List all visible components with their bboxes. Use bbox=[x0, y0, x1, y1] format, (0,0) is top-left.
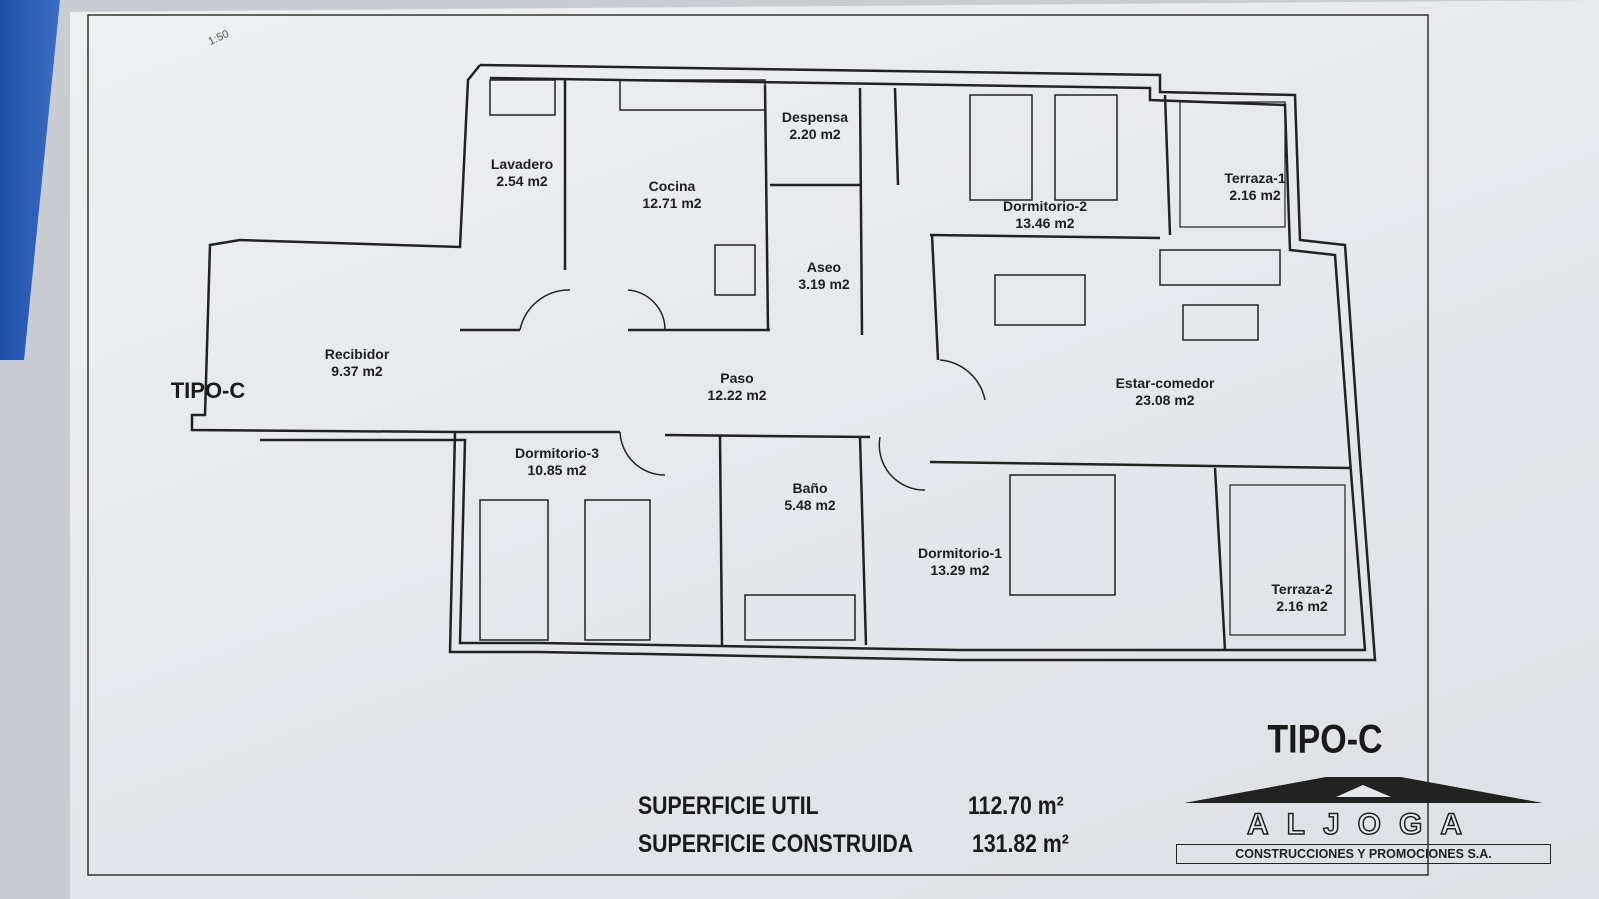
superficie-util-label: SUPERFICIE UTIL bbox=[638, 792, 819, 820]
company-logo: ALJOGA CONSTRUCCIONES Y PROMOCIONES S.A. bbox=[1176, 775, 1551, 864]
sheet-border bbox=[87, 14, 1429, 876]
paper-sheet bbox=[70, 0, 1599, 899]
outer-wall bbox=[190, 63, 1377, 662]
wall bbox=[1213, 467, 1227, 651]
logo-subtitle: CONSTRUCCIONES Y PROMOCIONES S.A. bbox=[1176, 844, 1551, 864]
plan-type-label-small: TIPO-C bbox=[170, 378, 246, 403]
bathtub bbox=[744, 594, 856, 641]
door-swings bbox=[519, 289, 986, 491]
bed bbox=[584, 499, 651, 641]
logo-roof-icon bbox=[1184, 777, 1543, 803]
wall bbox=[664, 433, 871, 439]
wall bbox=[929, 233, 1161, 240]
superficie-construida-label: SUPERFICIE CONSTRUIDA bbox=[638, 830, 914, 858]
wall bbox=[1163, 94, 1172, 236]
wall bbox=[858, 87, 864, 336]
logo-name: ALJOGA bbox=[1246, 807, 1480, 842]
wall bbox=[930, 234, 940, 361]
wall bbox=[763, 84, 770, 331]
double-bed bbox=[1009, 474, 1116, 596]
superficie-util-value: 112.70 m² bbox=[968, 792, 1064, 820]
wall bbox=[929, 460, 1351, 470]
bed bbox=[969, 94, 1033, 201]
wall bbox=[718, 434, 724, 646]
kitchen-counter bbox=[619, 79, 766, 111]
bed bbox=[1054, 94, 1118, 201]
kitchen-table bbox=[714, 244, 756, 296]
terrace-tiles bbox=[1179, 101, 1286, 228]
dining-table bbox=[994, 274, 1086, 326]
coffee-table bbox=[1182, 304, 1259, 341]
plan-type-title: TIPO-C bbox=[1267, 717, 1383, 762]
bed bbox=[479, 499, 549, 641]
washer bbox=[489, 79, 556, 116]
superficie-construida-value: 131.82 m² bbox=[972, 830, 1069, 858]
wall bbox=[893, 87, 900, 186]
sofa bbox=[1159, 249, 1281, 286]
inner-outer-wall bbox=[260, 76, 1367, 652]
terrace-tiles bbox=[1229, 484, 1346, 636]
wall bbox=[858, 436, 868, 646]
